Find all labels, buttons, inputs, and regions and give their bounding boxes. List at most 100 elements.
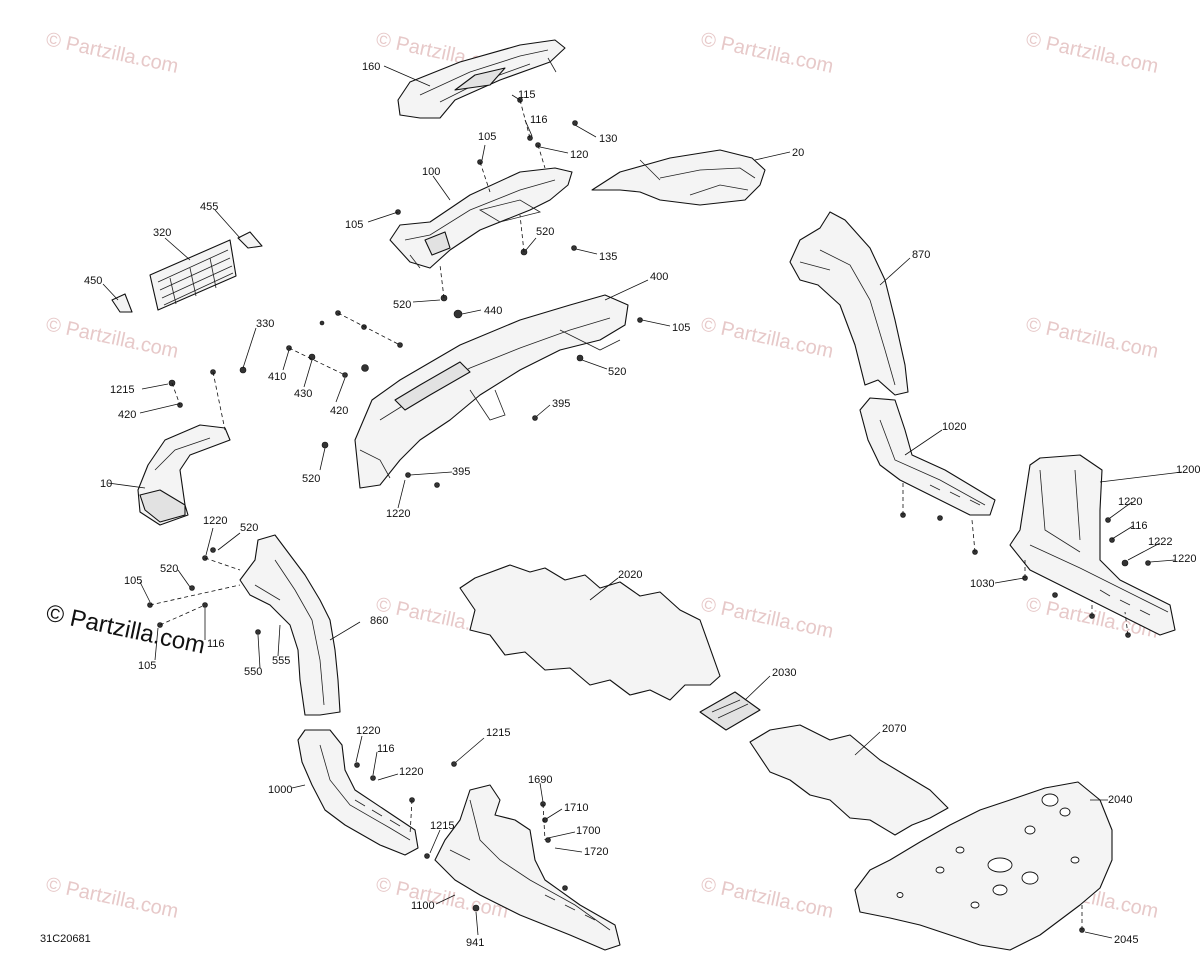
part-2070-floor-mat[interactable]	[749, 724, 949, 836]
fastener	[405, 472, 411, 478]
part-160-top-cover[interactable]	[397, 39, 566, 119]
callout-2040[interactable]: 2040	[1108, 794, 1132, 806]
callout-520[interactable]: 520	[160, 563, 178, 575]
callout-1220[interactable]: 1220	[1118, 496, 1142, 508]
fastener	[562, 885, 568, 891]
hole	[1070, 856, 1080, 864]
callout-2020[interactable]: 2020	[618, 569, 642, 581]
callout-520[interactable]: 520	[393, 299, 411, 311]
fastener	[545, 837, 551, 843]
callout-395[interactable]: 395	[552, 398, 570, 410]
callout-116[interactable]: 116	[1130, 520, 1148, 532]
callout-1215[interactable]: 1215	[486, 727, 510, 739]
callout-1690[interactable]: 1690	[528, 774, 552, 786]
callout-1710[interactable]: 1710	[564, 802, 588, 814]
callout-116[interactable]: 116	[207, 638, 225, 650]
callout-410[interactable]: 410	[268, 371, 286, 383]
callout-520[interactable]: 520	[302, 473, 320, 485]
callout-420[interactable]: 420	[330, 405, 348, 417]
callout-520[interactable]: 520	[536, 226, 554, 238]
part-1000-left-rocker[interactable]	[297, 729, 419, 856]
callout-115[interactable]: 115	[518, 89, 536, 101]
callout-1020[interactable]: 1020	[942, 421, 966, 433]
callout-400[interactable]: 400	[650, 271, 668, 283]
callout-870[interactable]: 870	[912, 249, 930, 261]
callout-555[interactable]: 555	[272, 655, 290, 667]
callout-520[interactable]: 520	[608, 366, 626, 378]
part-860-left-pillar[interactable]	[239, 534, 341, 716]
callout-160[interactable]: 160	[362, 61, 380, 73]
fastener	[1052, 592, 1058, 598]
callout-440[interactable]: 440	[484, 305, 502, 317]
callout-1220[interactable]: 1220	[356, 725, 380, 737]
callout-120[interactable]: 120	[570, 149, 588, 161]
fastener	[576, 354, 584, 362]
callout-550[interactable]: 550	[244, 666, 262, 678]
callout-1200[interactable]: 1200	[1176, 464, 1200, 476]
callout-1220[interactable]: 1220	[386, 508, 410, 520]
watermark: © Partzilla.com	[699, 28, 835, 78]
fastener	[1121, 559, 1129, 567]
callout-1720[interactable]: 1720	[584, 846, 608, 858]
fastener	[1105, 517, 1111, 523]
callout-320[interactable]: 320	[153, 227, 171, 239]
part-455-clip[interactable]	[237, 231, 263, 249]
callout-105[interactable]: 105	[124, 575, 142, 587]
callout-116[interactable]: 116	[377, 743, 395, 755]
callout-1700[interactable]: 1700	[576, 825, 600, 837]
part-1020-right-rocker[interactable]	[859, 397, 996, 516]
callout-430[interactable]: 430	[294, 388, 312, 400]
part-320-grille[interactable]	[149, 239, 237, 311]
part-2040-skid-plate[interactable]	[854, 781, 1113, 951]
callout-941[interactable]: 941	[466, 937, 484, 949]
callout-1100[interactable]: 1100	[411, 900, 435, 912]
fastener	[1145, 560, 1151, 566]
callout-105[interactable]: 105	[138, 660, 156, 672]
callout-520[interactable]: 520	[240, 522, 258, 534]
callout-1220[interactable]: 1220	[399, 766, 423, 778]
callout-395[interactable]: 395	[452, 466, 470, 478]
callout-1215[interactable]: 1215	[430, 820, 454, 832]
callout-450[interactable]: 450	[84, 275, 102, 287]
callout-1220[interactable]: 1220	[1172, 553, 1196, 565]
callout-20[interactable]: 20	[792, 147, 804, 159]
part-870-right-pillar[interactable]	[789, 211, 909, 396]
callout-100[interactable]: 100	[422, 166, 440, 178]
watermark: © Partzilla.com	[1024, 28, 1160, 78]
part-1200-right-frame[interactable]	[1009, 454, 1176, 636]
part-1100-left-frame[interactable]	[434, 784, 621, 951]
callout-860[interactable]: 860	[370, 615, 388, 627]
hole	[1024, 825, 1036, 835]
callout-116[interactable]: 116	[530, 114, 548, 126]
part-2020-floor-mat[interactable]	[459, 564, 721, 701]
callout-1220[interactable]: 1220	[203, 515, 227, 527]
hole	[935, 866, 945, 874]
callout-105[interactable]: 105	[672, 322, 690, 334]
callout-455[interactable]: 455	[200, 201, 218, 213]
hardware-fasteners	[147, 97, 1151, 933]
part-100-bracket[interactable]	[389, 167, 573, 269]
fastener	[451, 761, 457, 767]
fastener	[572, 120, 578, 126]
fastener	[370, 775, 376, 781]
callout-105[interactable]: 105	[478, 131, 496, 143]
callout-330[interactable]: 330	[256, 318, 274, 330]
callout-2030[interactable]: 2030	[772, 667, 796, 679]
part-20-side-panel[interactable]	[591, 149, 766, 206]
callout-2045[interactable]: 2045	[1114, 934, 1138, 946]
callout-420[interactable]: 420	[118, 409, 136, 421]
callout-135[interactable]: 135	[599, 251, 617, 263]
callout-1215[interactable]: 1215	[110, 384, 134, 396]
callout-1000[interactable]: 1000	[268, 784, 292, 796]
callout-130[interactable]: 130	[599, 133, 617, 145]
callout-1222[interactable]: 1222	[1148, 536, 1172, 548]
fastener	[397, 342, 403, 348]
callout-105[interactable]: 105	[345, 219, 363, 231]
fastener	[321, 441, 329, 449]
callout-1030[interactable]: 1030	[970, 578, 994, 590]
part-400-dash-frame[interactable]	[354, 294, 629, 489]
part-10-side-guard[interactable]	[137, 424, 231, 526]
callout-2070[interactable]: 2070	[882, 723, 906, 735]
part-2030-plate[interactable]	[699, 691, 761, 731]
callout-10[interactable]: 10	[100, 478, 112, 490]
